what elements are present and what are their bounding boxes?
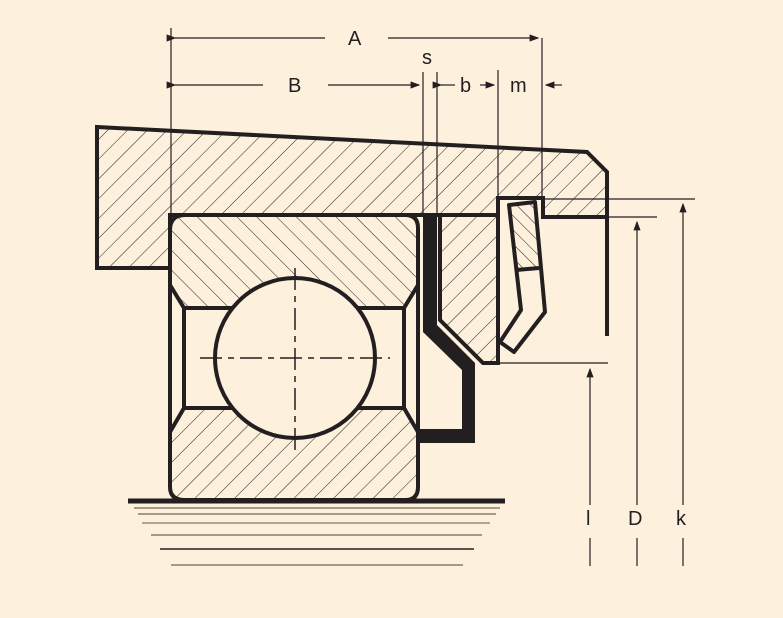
- seal-carrier-ring: [438, 213, 500, 365]
- dimension-lines-horizontal: [166, 28, 562, 268]
- dimension-label-D: D: [624, 509, 647, 529]
- dimension-label-A: A: [344, 29, 366, 49]
- shaft: [128, 498, 505, 566]
- dimension-lines-vertical: [498, 198, 695, 566]
- dimension-label-m: m: [506, 76, 531, 96]
- dimension-label-k: k: [672, 509, 690, 529]
- dimension-label-b: b: [456, 76, 476, 96]
- dimension-label-l: l: [582, 509, 595, 529]
- dimension-label-s: s: [422, 47, 432, 69]
- lip-seal: [498, 200, 547, 354]
- ball: [200, 268, 390, 455]
- shield-washer: [420, 215, 475, 443]
- dimension-label-B: B: [284, 76, 306, 96]
